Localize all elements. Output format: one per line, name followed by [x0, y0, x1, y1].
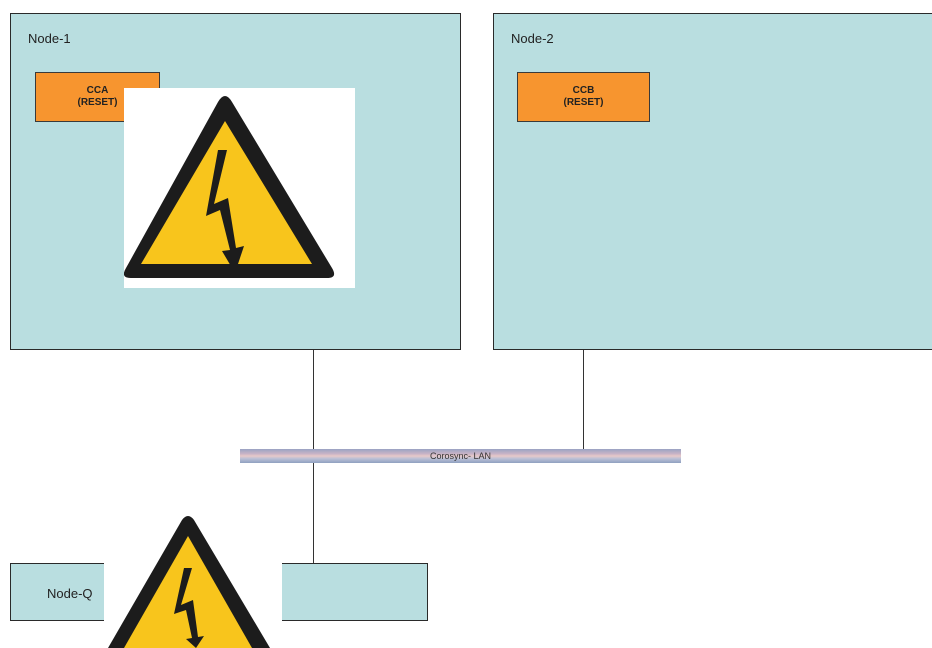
ccb-state: (RESET) [563, 97, 604, 108]
ccb-name: CCB [572, 85, 595, 96]
high-voltage-warning-icon [123, 88, 355, 288]
node-2-link [583, 350, 584, 449]
node-1-link [313, 350, 314, 449]
cca-state: (RESET) [77, 97, 118, 108]
node-1-label: Node-1 [28, 31, 71, 46]
ccb-fence-device: CCB (RESET) [517, 72, 650, 122]
corosync-lan-bar: Corosync- LAN [240, 449, 681, 463]
corosync-lan-label: Corosync- LAN [429, 451, 492, 461]
node-q-label: Node-Q [47, 586, 93, 601]
node-2-label: Node-2 [511, 31, 554, 46]
node-2-box: Node-2 CCB (RESET) [493, 13, 932, 350]
cca-name: CCA [86, 85, 109, 96]
node-q-link [313, 463, 314, 563]
high-voltage-warning-icon [104, 510, 282, 648]
